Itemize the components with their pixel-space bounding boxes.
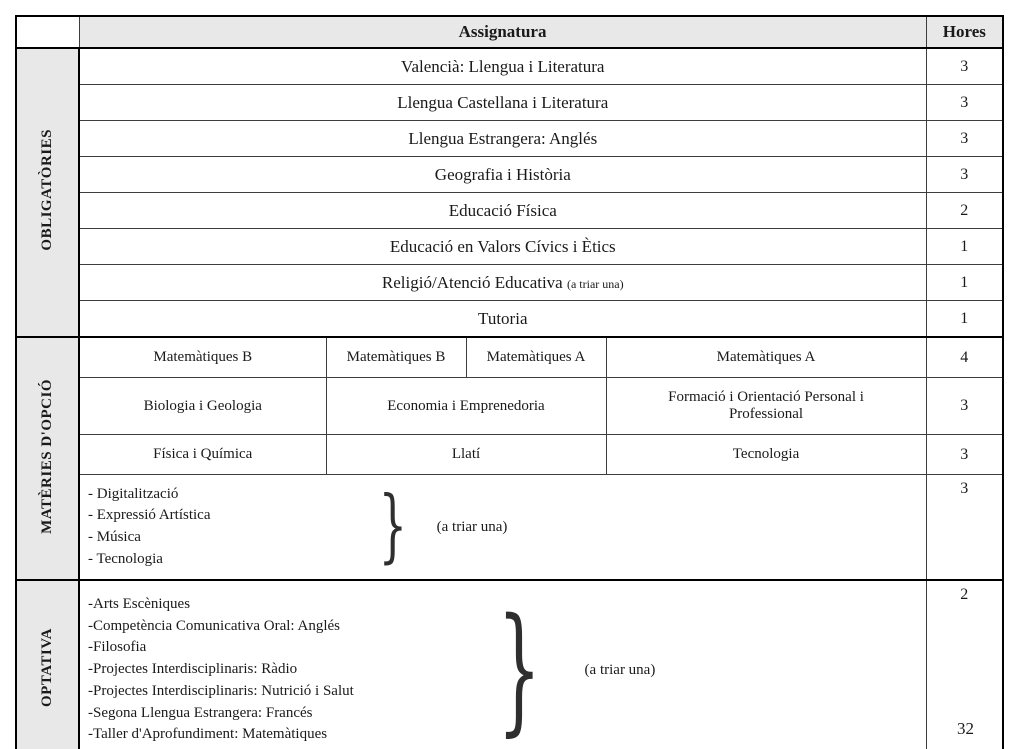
subject-cell: Geografia i Història: [78, 156, 927, 193]
hours-cell: 1: [925, 300, 1004, 338]
header-hores: Hores: [925, 15, 1004, 49]
section-cell-obligatories: OBLIGATÒRIES: [15, 47, 80, 338]
section-cell-optativa: OPTATIVA: [15, 579, 80, 749]
choice-list: - Digitalització - Expressió Artística -…: [88, 484, 375, 571]
hours-cell: 1: [925, 264, 1004, 301]
choice-item: - Expressió Artística: [88, 507, 211, 524]
table-row: Geografia i Història 3: [16, 156, 1004, 193]
curly-brace: }: [497, 589, 542, 749]
subject-cell: Llengua Castellana i Literatura: [78, 84, 927, 121]
table-row: Llengua Estrangera: Anglés 3: [16, 120, 1004, 157]
curly-brace: }: [378, 480, 408, 573]
option-cell: Llatí: [325, 434, 607, 475]
section-label-optativa: OPTATIVA: [39, 627, 55, 707]
choice-item: -Arts Escèniques: [88, 595, 191, 612]
choice-cell: - Digitalització - Expressió Artística -…: [78, 474, 927, 581]
option-cell: Matemàtiques B: [78, 336, 327, 378]
table-row: Tutoria 1: [16, 300, 1004, 338]
section-label-obligatories: OBLIGATÒRIES: [39, 129, 55, 251]
hours-cell: 3: [925, 84, 1004, 121]
choice-cell: -Arts Escèniques -Competència Comunicati…: [78, 579, 927, 749]
subject-cell: Valencià: Llengua i Literatura: [78, 47, 927, 85]
subject-cell: Llengua Estrangera: Anglés: [78, 120, 927, 157]
table-row: Física i Química Llatí Tecnologia 3: [16, 434, 1004, 475]
hours-cell: 3: [925, 120, 1004, 157]
choose-one-note: (a triar una): [566, 276, 624, 291]
choose-one-note: (a triar una): [584, 661, 656, 678]
subject-label: Religió/Atenció Educativa: [381, 272, 563, 292]
curriculum-table: Assignatura Hores OBLIGATÒRIES Valencià:…: [15, 15, 1005, 749]
option-cell: Matemàtiques A: [605, 336, 927, 378]
hours-cell: 1: [925, 228, 1004, 265]
choice-item: - Música: [88, 529, 141, 545]
choice-item: -Segona Llengua Estrangera: Francés: [88, 704, 313, 721]
table-row: Educació Física 2: [16, 192, 1004, 229]
table-row: MATÈRIES D'OPCIÓ Matemàtiques B Matemàti…: [15, 336, 1004, 581]
table-row: Llengua Castellana i Literatura 3: [16, 84, 1004, 121]
choice-item: -Competència Comunicativa Oral: Anglés: [88, 617, 341, 634]
hours-cell: 3: [925, 474, 1004, 581]
subject-cell: Religió/Atenció Educativa (a triar una): [78, 264, 927, 301]
option-cell: Matemàtiques B: [325, 336, 467, 378]
hours-cell: 3: [925, 47, 1004, 85]
option-cell: Física i Química: [78, 434, 327, 475]
hours-cell: 4: [925, 336, 1004, 378]
choice-list: -Arts Escèniques -Competència Comunicati…: [88, 594, 490, 746]
choice-item: -Filosofia: [88, 639, 147, 656]
subject-cell: Educació en Valors Cívics i Ètics: [78, 228, 927, 265]
table-row: - Digitalització - Expressió Artística -…: [16, 474, 1004, 581]
table-row: OPTATIVA -Arts Escèniques -Competència C…: [15, 579, 1004, 749]
choice-item: -Projectes Interdisciplinaris: Ràdio: [88, 661, 298, 678]
hours-cell: 3: [925, 377, 1004, 435]
hours-cell: 3: [925, 434, 1004, 475]
total-hours: 32: [957, 719, 974, 738]
option-cell: Tecnologia: [605, 434, 927, 475]
choice-item: - Digitalització: [88, 485, 179, 502]
choice-item: -Taller d'Aprofundiment: Matemàtiques: [88, 726, 328, 743]
section-label-materies-dopcio: MATÈRIES D'OPCIÓ: [39, 378, 55, 534]
option-cell: Biologia i Geologia: [78, 377, 327, 435]
choice-item: - Tecnologia: [88, 550, 163, 567]
header-corner-cell: [15, 15, 80, 49]
table-row: Biologia i Geologia Economia i Emprenedo…: [16, 377, 1004, 435]
table-row: Religió/Atenció Educativa (a triar una) …: [16, 264, 1004, 301]
header-assignatura: Assignatura: [78, 15, 927, 49]
hours-cell: 2: [925, 579, 1004, 749]
table-row: Educació en Valors Cívics i Ètics 1: [16, 228, 1004, 265]
section-cell-materies-dopcio: MATÈRIES D'OPCIÓ: [15, 336, 80, 581]
choose-one-note: (a triar una): [436, 518, 508, 535]
header-row: Assignatura Hores: [15, 15, 1004, 49]
choice-item: -Projectes Interdisciplinaris: Nutrició …: [88, 682, 354, 699]
table-row: OBLIGATÒRIES Valencià: Llengua i Literat…: [15, 47, 1004, 338]
hours-cell: 2: [925, 192, 1004, 229]
option-cell: Formació i Orientació Personal i Profess…: [605, 377, 927, 435]
hours-cell: 3: [925, 156, 1004, 193]
subject-cell: Educació Física: [78, 192, 927, 229]
option-cell: Matemàtiques A: [465, 336, 607, 378]
subject-cell: Tutoria: [78, 300, 927, 338]
option-cell: Economia i Emprenedoria: [325, 377, 607, 435]
